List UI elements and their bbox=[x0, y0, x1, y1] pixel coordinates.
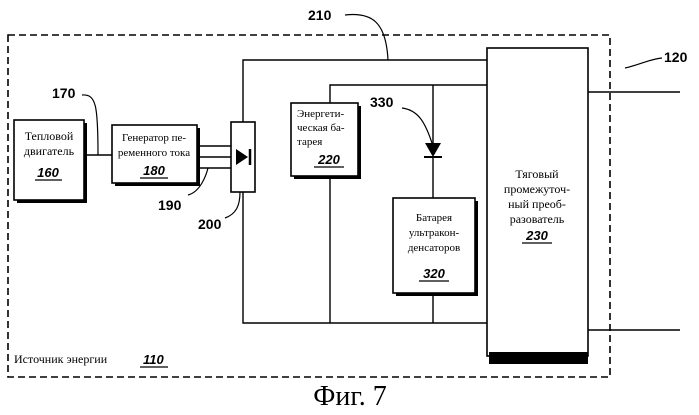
callout-210: 210 bbox=[308, 7, 332, 23]
heat-engine-block: Тепловой двигатель 160 bbox=[14, 120, 87, 203]
figure-caption: Фиг. 7 bbox=[313, 381, 386, 412]
energy-battery-label-line-1: Энергети- bbox=[297, 108, 344, 120]
callout-170: 170 bbox=[52, 85, 76, 101]
heat-engine-label-line-1: Тепловой bbox=[25, 129, 74, 143]
callouts: 210 120 170 330 190 200 bbox=[52, 7, 688, 232]
ultracap-ref: 320 bbox=[423, 266, 445, 281]
energy-source-ref: 110 bbox=[143, 352, 164, 367]
heat-engine-ref: 160 bbox=[37, 165, 59, 180]
callout-200: 200 bbox=[198, 216, 222, 232]
alternator-label-line-1: Генератор пе- bbox=[122, 132, 186, 144]
energy-source-text: Источник энергии bbox=[14, 352, 108, 366]
diode-icon bbox=[425, 143, 441, 157]
inverter-label-line-4: разователь bbox=[510, 212, 565, 226]
energy-battery-label-line-2: ческая ба- bbox=[297, 122, 345, 134]
energy-source-label: Источник энергии 110 bbox=[14, 352, 168, 367]
ultracap-label-line-3: денсаторов bbox=[408, 242, 460, 254]
blocking-diode bbox=[424, 143, 442, 157]
ultracapacitor-block: Батарея ультракон- денсаторов 320 bbox=[393, 198, 478, 296]
alternator-ref: 180 bbox=[143, 163, 165, 178]
traction-inverter-block: Тяговый промежуточ- ный преоб- разовател… bbox=[487, 48, 588, 364]
energy-battery-label-line-3: тарея bbox=[297, 136, 322, 148]
ultracap-label-line-2: ультракон- bbox=[409, 227, 460, 239]
heat-engine-label-line-2: двигатель bbox=[24, 144, 75, 158]
energy-battery-block: Энергети- ческая ба- тарея 220 bbox=[291, 103, 361, 179]
callout-120: 120 bbox=[664, 49, 688, 65]
ultracap-label-line-1: Батарея bbox=[416, 212, 452, 224]
alternator-label-line-2: ременного тока bbox=[118, 147, 190, 159]
alternator-block: Генератор пе- ременного тока 180 bbox=[112, 125, 200, 186]
inverter-label-line-1: Тяговый bbox=[515, 167, 559, 181]
rectifier bbox=[231, 122, 255, 192]
callout-330: 330 bbox=[370, 94, 394, 110]
energy-battery-ref: 220 bbox=[317, 152, 340, 167]
inverter-label-line-3: ный преоб- bbox=[508, 197, 566, 211]
inverter-label-line-2: промежуточ- bbox=[504, 182, 570, 196]
callout-190: 190 bbox=[158, 197, 182, 213]
inverter-ref: 230 bbox=[525, 228, 548, 243]
